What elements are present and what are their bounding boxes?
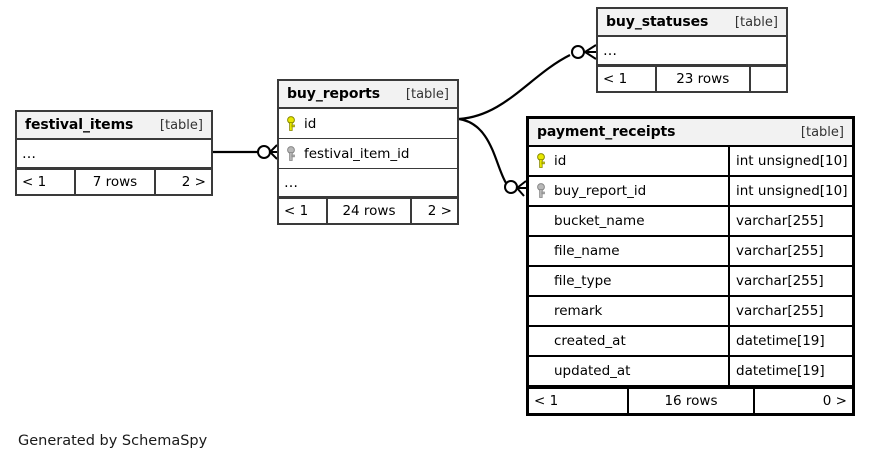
table-header: buy_reports [table] <box>279 81 457 109</box>
table-header: festival_items [table] <box>17 112 211 140</box>
column-row: bucket_name varchar[255] <box>529 207 852 237</box>
table-name: festival_items <box>25 117 134 133</box>
column-name: file_name <box>554 243 620 259</box>
footer-prev-count[interactable]: < 1 <box>22 174 47 190</box>
table-festival_items[interactable]: festival_items [table] … < 1 7 rows 2 > <box>15 110 213 196</box>
column-row: updated_at datetime[19] <box>529 357 852 387</box>
column-name-cell: bucket_name <box>529 213 728 229</box>
footer-row-count: 7 rows <box>73 170 157 194</box>
column-name: id <box>554 153 567 169</box>
column-name-cell: updated_at <box>529 363 728 379</box>
footer-next-count[interactable]: 2 > <box>427 203 452 219</box>
table-header: payment_receipts [table] <box>529 119 852 147</box>
table-footer: < 1 24 rows 2 > <box>279 197 457 223</box>
column-name: id <box>304 115 317 132</box>
footer-row-count: 24 rows <box>325 199 412 223</box>
table-footer: < 1 7 rows 2 > <box>17 168 211 194</box>
edge-buy_reports-buy_statuses <box>458 44 597 121</box>
table-buy_reports[interactable]: buy_reports [table] id festival_item_id … <box>277 79 459 225</box>
column-name: remark <box>554 303 603 319</box>
column-row: id int unsigned[10] <box>529 147 852 177</box>
column-name-cell: id <box>529 153 728 169</box>
footer-next-count[interactable]: 0 > <box>822 393 847 409</box>
column-type: int unsigned[10] <box>728 147 852 175</box>
column-name-cell: file_type <box>529 273 728 289</box>
hidden-columns-ellipsis: … <box>279 169 457 197</box>
foreign-key-icon <box>535 183 547 199</box>
footer-row-count: 16 rows <box>627 389 755 413</box>
hidden-columns-ellipsis: … <box>17 140 211 168</box>
footer-row-count: 23 rows <box>654 67 751 91</box>
table-kind-label: [table] <box>800 124 844 140</box>
primary-key-icon <box>535 153 547 169</box>
table-name: payment_receipts <box>537 124 676 140</box>
table-name: buy_reports <box>287 86 380 102</box>
table-kind-label: [table] <box>405 86 449 102</box>
column-name: festival_item_id <box>304 145 410 162</box>
column-name-cell: buy_report_id <box>529 183 728 199</box>
footer-prev-count[interactable]: < 1 <box>534 393 559 409</box>
hidden-columns-ellipsis: … <box>598 37 786 65</box>
column-name: buy_report_id <box>554 183 647 199</box>
table-name: buy_statuses <box>606 14 709 30</box>
footer-next-count[interactable] <box>751 67 786 91</box>
table-footer: < 1 23 rows <box>598 65 786 91</box>
column-row: festival_item_id <box>279 139 457 169</box>
column-name: file_type <box>554 273 612 289</box>
column-name-cell: created_at <box>529 333 728 349</box>
footer-prev-count[interactable]: < 1 <box>284 203 309 219</box>
table-payment_receipts[interactable]: payment_receipts [table] id int unsigned… <box>526 116 855 416</box>
column-row: id <box>279 109 457 139</box>
column-type: int unsigned[10] <box>728 177 852 205</box>
column-type: varchar[255] <box>728 267 852 295</box>
column-type: varchar[255] <box>728 207 852 235</box>
column-row: created_at datetime[19] <box>529 327 852 357</box>
primary-key-icon <box>285 115 297 132</box>
column-type: varchar[255] <box>728 297 852 325</box>
column-row: remark varchar[255] <box>529 297 852 327</box>
footer-next-count[interactable]: 2 > <box>181 174 206 190</box>
column-name: updated_at <box>554 363 631 379</box>
footer-prev-count[interactable]: < 1 <box>603 71 628 87</box>
edge-festival_items-buy_reports <box>213 144 278 160</box>
column-name-cell: id <box>279 116 457 132</box>
column-row: file_type varchar[255] <box>529 267 852 297</box>
column-name-cell: file_name <box>529 243 728 259</box>
column-row: buy_report_id int unsigned[10] <box>529 177 852 207</box>
column-name-cell: remark <box>529 303 728 319</box>
table-buy_statuses[interactable]: buy_statuses [table] … < 1 23 rows <box>596 7 788 93</box>
table-kind-label: [table] <box>159 117 203 133</box>
generated-by-note: Generated by SchemaSpy <box>18 433 208 449</box>
foreign-key-icon <box>285 145 297 162</box>
table-kind-label: [table] <box>734 14 778 30</box>
column-type: datetime[19] <box>728 357 852 385</box>
table-header: buy_statuses [table] <box>598 9 786 37</box>
column-name-cell: festival_item_id <box>279 146 457 162</box>
column-row: file_name varchar[255] <box>529 237 852 267</box>
column-type: datetime[19] <box>728 327 852 355</box>
table-footer: < 1 16 rows 0 > <box>529 387 852 413</box>
column-name: created_at <box>554 333 626 349</box>
column-name: bucket_name <box>554 213 645 229</box>
edge-buy_reports-payment_receipts <box>458 117 527 197</box>
column-type: varchar[255] <box>728 237 852 265</box>
